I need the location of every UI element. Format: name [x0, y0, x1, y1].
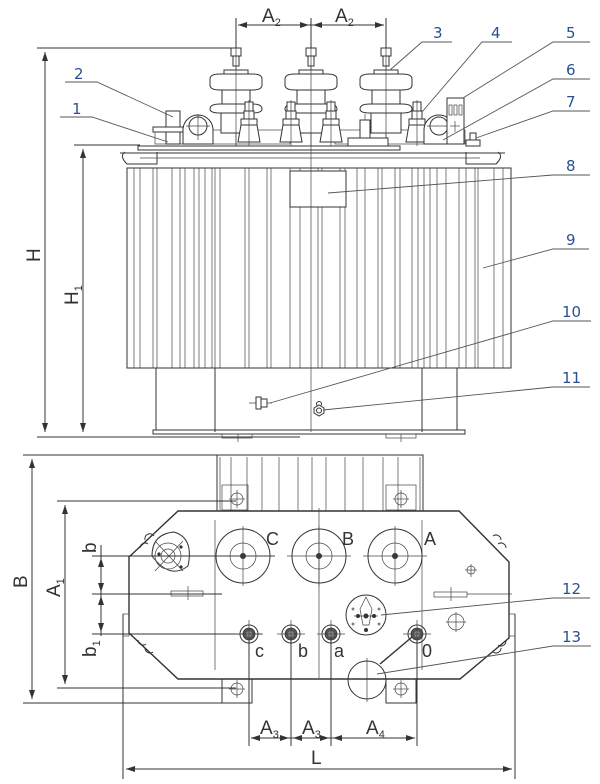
- dimension-H1-label: H1: [62, 285, 85, 305]
- dimension-A3-A4: A3 A3 A4: [248, 640, 418, 746]
- phase-label-B: B: [342, 529, 354, 549]
- lv-bushing-top: [403, 620, 431, 648]
- dimension-H: H: [24, 47, 300, 438]
- oil-filler: [152, 110, 184, 145]
- lv-bushing: [279, 100, 303, 146]
- callout-2: 2: [65, 65, 174, 118]
- lifting-eye-left: [182, 114, 214, 145]
- svg-text:3: 3: [433, 24, 443, 42]
- top-view: C B A c b a 0: [11, 454, 591, 779]
- svg-text:1: 1: [72, 100, 82, 118]
- front-view: H H1 A2 A2: [24, 6, 591, 442]
- radiator-fins: [133, 168, 504, 368]
- dimension-A3-right-label: A3: [302, 718, 321, 741]
- callout-4: 4: [421, 24, 512, 113]
- dimension-A2-right-label: A2: [335, 6, 354, 29]
- phase-label-C: C: [266, 529, 279, 549]
- phase-label-a: a: [334, 641, 345, 661]
- svg-text:10: 10: [562, 303, 581, 321]
- callout-7: 7: [475, 93, 590, 139]
- svg-text:4: 4: [491, 24, 501, 42]
- dimension-H-label: H: [24, 248, 45, 262]
- dimension-A2-left-label: A2: [262, 6, 281, 29]
- lv-bushings: [237, 100, 429, 146]
- callout-11: 11: [322, 369, 590, 411]
- dimension-B-label: B: [11, 575, 32, 588]
- base-frame: [216, 454, 424, 704]
- hv-bushings-top: [211, 526, 427, 586]
- hv-bushing-top: [211, 526, 275, 586]
- dimension-b-label: b: [80, 542, 101, 553]
- lv-bushing-top: [317, 620, 345, 648]
- base-rails: [219, 457, 421, 511]
- crosshair-small: [465, 564, 477, 577]
- tank-cover: [120, 129, 505, 165]
- dimension-A1: A1: [44, 500, 236, 689]
- radiator: [126, 167, 512, 369]
- lv-bushing: [319, 100, 343, 146]
- hv-bushing-top: [287, 526, 351, 586]
- dimension-A4-label: A4: [366, 718, 385, 741]
- tap-changer: [347, 114, 389, 147]
- slot-right: [433, 587, 512, 601]
- hv-bushing: [359, 47, 413, 146]
- callout-13: 13: [376, 628, 591, 675]
- nameplate: [289, 170, 347, 208]
- svg-text:7: 7: [566, 93, 576, 111]
- phase-label-A: A: [424, 529, 436, 549]
- tap-changer-top: [345, 594, 387, 636]
- valve: [465, 132, 481, 147]
- callout-6: 6: [442, 61, 590, 141]
- grounding-bolt: [249, 396, 272, 410]
- svg-text:2: 2: [74, 65, 84, 83]
- breather-top: [151, 531, 190, 572]
- callout-10: 10: [269, 303, 591, 404]
- slot-left: [170, 586, 204, 600]
- callout-1: 1: [60, 100, 169, 143]
- crosshair-medium: [446, 612, 466, 632]
- dimension-A2: A2 A2: [235, 6, 387, 48]
- callout-3: 3: [389, 24, 452, 71]
- phase-label-b: b: [298, 641, 308, 661]
- callout-5: 5: [462, 24, 590, 99]
- dimension-A3-left-label: A3: [260, 718, 279, 741]
- callout-9: 9: [482, 231, 589, 269]
- hv-bushing: [284, 47, 338, 146]
- dimension-A1-label: A1: [44, 578, 67, 597]
- callouts-front: 1 2 3 4 5 6 7: [60, 24, 591, 411]
- lv-bushings-top: [235, 620, 431, 648]
- dimension-L-label: L: [311, 748, 322, 769]
- svg-text:8: 8: [566, 157, 576, 175]
- dimension-b1-label: b1: [80, 640, 103, 657]
- lv-bushing-top: [235, 620, 263, 648]
- thermometer-box: [446, 97, 465, 145]
- svg-text:12: 12: [562, 580, 581, 598]
- lv-bushing: [237, 100, 261, 146]
- callout-8: 8: [327, 157, 590, 194]
- phase-label-0: 0: [422, 641, 432, 661]
- phase-label-c: c: [255, 641, 264, 661]
- hv-bushing-top: [363, 526, 427, 586]
- hv-bushings: [209, 47, 413, 146]
- dimension-b: b b1: [80, 542, 104, 657]
- svg-text:9: 9: [566, 231, 576, 249]
- oil-indicator-top: [347, 636, 413, 702]
- svg-text:11: 11: [562, 369, 581, 387]
- lv-bushing: [405, 100, 429, 146]
- drain-valve: [313, 401, 325, 417]
- dimension-L: L: [122, 614, 516, 779]
- callout-12: 12: [380, 580, 590, 616]
- svg-text:13: 13: [562, 628, 581, 646]
- svg-text:5: 5: [566, 24, 576, 42]
- dimension-B: B: [11, 454, 252, 704]
- dimension-H1: H1: [62, 144, 140, 432]
- svg-text:6: 6: [566, 61, 576, 79]
- tank-base: [152, 367, 466, 442]
